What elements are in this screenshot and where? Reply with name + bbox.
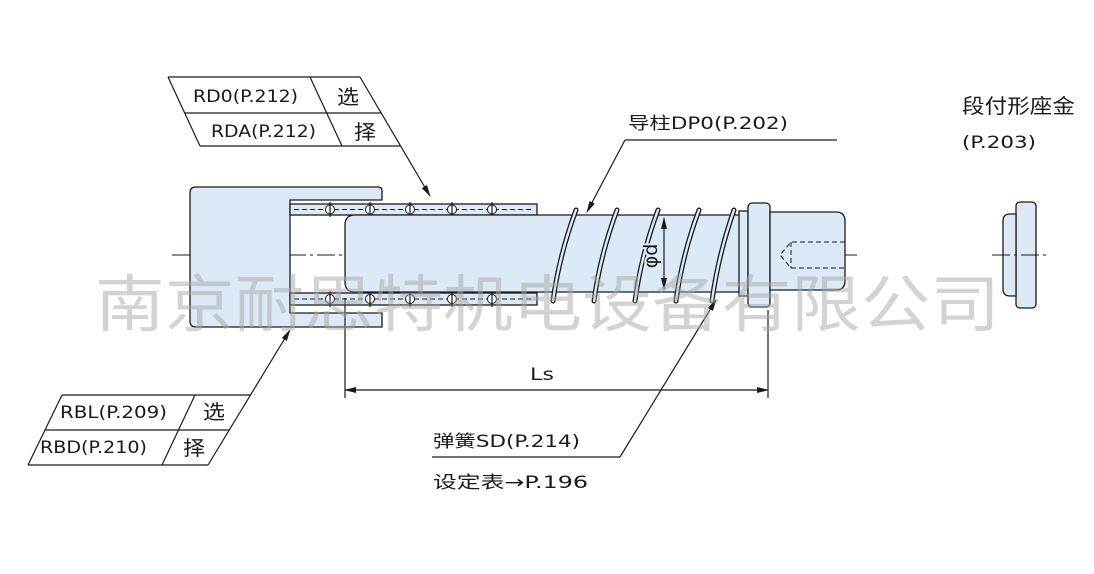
label-setting-table: 设定表→P.196 bbox=[433, 473, 588, 493]
diameter-dimension: φd bbox=[638, 217, 667, 290]
spring-coil-fill bbox=[633, 208, 660, 303]
bushing-block bbox=[189, 186, 383, 328]
washer-callout: 段付形座金 (P.203) bbox=[962, 94, 1075, 153]
box-divider bbox=[161, 394, 196, 466]
spring-leader-arrow bbox=[619, 299, 717, 458]
spring-coil-fill bbox=[551, 208, 578, 303]
label-rdo: RD0(P.212) bbox=[193, 87, 298, 107]
spring bbox=[550, 207, 737, 304]
balls-top-row bbox=[325, 202, 497, 217]
spring-coil-fill bbox=[674, 208, 701, 303]
label-select-char-1: 选 bbox=[337, 85, 359, 109]
guide-post-body bbox=[344, 214, 746, 293]
ball-ticks-bottom bbox=[329, 291, 493, 307]
spring-coil-fill bbox=[592, 208, 619, 303]
bushing-selection-box-top: RD0(P.212) RDA(P.212) 选 择 bbox=[167, 76, 431, 197]
guide-post-leader-arrow bbox=[586, 139, 626, 213]
box-left-edge bbox=[167, 76, 201, 147]
bushing-selection-box-bottom: RBL(P.209) RBD(P.210) 选 择 bbox=[27, 329, 291, 466]
label-washer-title: 段付形座金 bbox=[962, 94, 1075, 118]
leader-arrow-to-bushing bbox=[207, 329, 291, 466]
label-spring: 弹簧SD(P.214) bbox=[433, 432, 580, 452]
stepped-washer bbox=[992, 201, 1046, 309]
threaded-hole-outline bbox=[779, 241, 845, 269]
label-select-char-2: 择 bbox=[354, 120, 376, 144]
box-divider bbox=[309, 76, 343, 147]
threaded-hole bbox=[779, 241, 845, 269]
label-diameter: φd bbox=[640, 244, 662, 269]
leader-arrow-to-ball-cage bbox=[359, 76, 431, 197]
box-left-edge bbox=[27, 394, 63, 466]
length-dimension: Ls bbox=[344, 298, 769, 398]
guide-post-end bbox=[769, 211, 846, 291]
label-length: Ls bbox=[530, 365, 554, 385]
label-rda: RDA(P.212) bbox=[211, 122, 316, 142]
label-select-char-1: 选 bbox=[203, 400, 225, 424]
label-rbd: RBD(P.210) bbox=[40, 438, 147, 458]
spring-callout: 弹簧SD(P.214) 设定表→P.196 bbox=[432, 299, 717, 493]
label-guide-post: 导柱DP0(P.202) bbox=[628, 114, 788, 134]
company-watermark: 南京耐思特机电设备有限公司 bbox=[95, 268, 1000, 341]
balls-bottom-row bbox=[325, 291, 497, 307]
guide-post-callout: 导柱DP0(P.202) bbox=[586, 114, 837, 213]
label-rbl: RBL(P.209) bbox=[60, 403, 167, 423]
ball-ticks-top bbox=[329, 202, 493, 217]
label-washer-page: (P.203) bbox=[962, 133, 1036, 153]
label-select-char-2: 择 bbox=[183, 436, 205, 460]
spring-coil-fill bbox=[710, 208, 736, 303]
